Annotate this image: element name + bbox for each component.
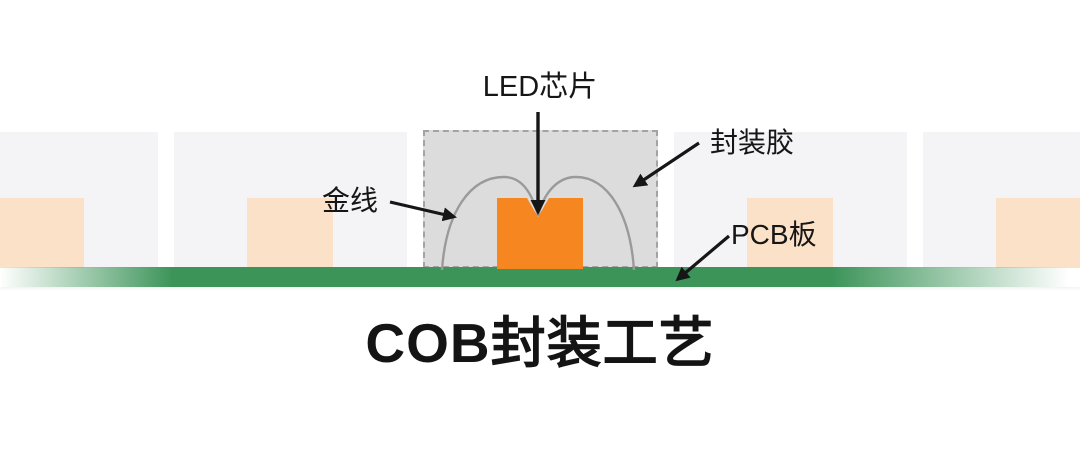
gold-wire-arrow	[389, 200, 457, 222]
faded-led-unit	[674, 132, 907, 268]
faded-led-chip	[747, 198, 833, 268]
led-chip-label: LED芯片	[482, 71, 598, 103]
gold-wire-label: 金线	[322, 185, 379, 216]
faded-led-chip	[996, 198, 1080, 268]
faded-led-chip	[247, 198, 333, 268]
pcb-label: PCB板	[731, 219, 817, 250]
faded-led-chip	[0, 198, 84, 268]
pcb-board-bar	[0, 267, 1080, 287]
diagram-title: COB封装工艺	[365, 312, 715, 374]
gold-wire-path	[440, 175, 636, 271]
faded-led-unit	[0, 132, 158, 268]
encapsulant-arrow	[632, 141, 700, 188]
led-chip-shape	[497, 198, 583, 269]
faded-led-unit	[174, 132, 407, 268]
faded-led-unit	[923, 132, 1080, 268]
pcb-arrow	[675, 234, 731, 282]
encapsulant-label: 封装胶	[710, 127, 795, 158]
